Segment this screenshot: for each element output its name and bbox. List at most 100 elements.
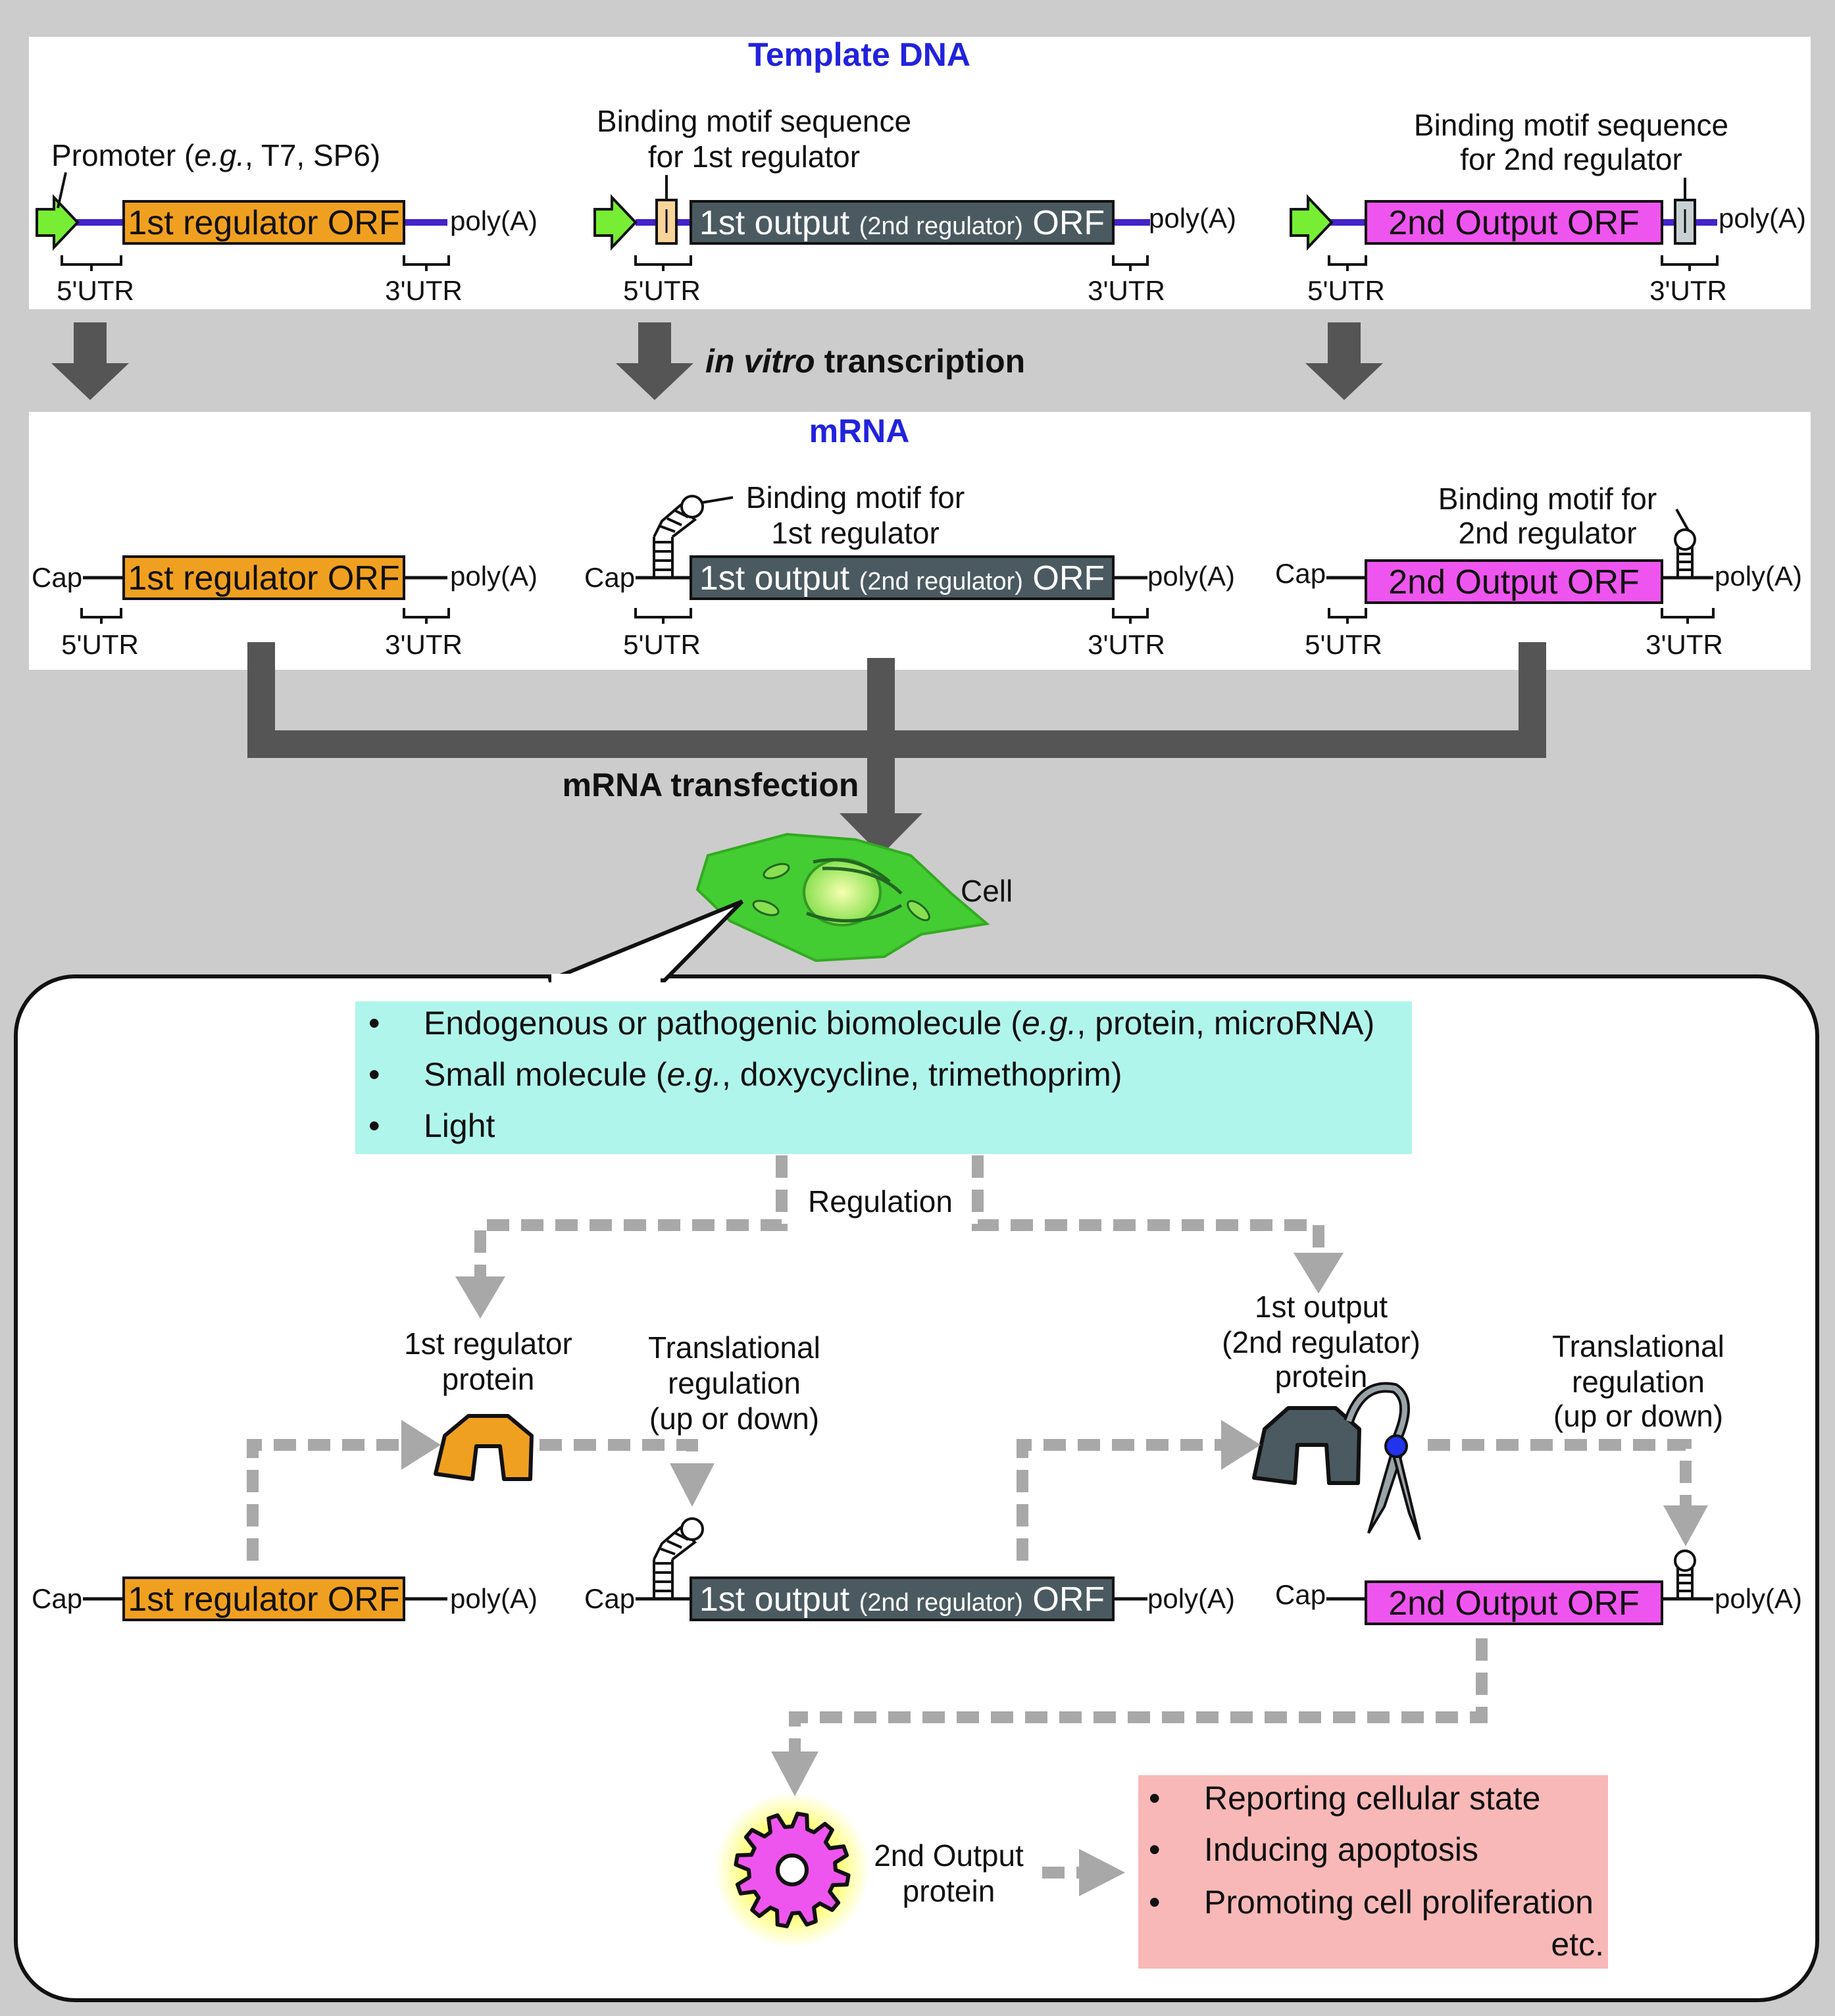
utr5-bracket [80,608,122,624]
orf-label: 2nd Output ORF [1388,563,1640,601]
motif-seq-2-label: Binding motif sequence [1414,108,1728,142]
utr3-bracket [403,255,450,271]
orf-box [122,200,405,245]
promoter-pointer [57,172,67,209]
outcome-item: • [1149,1780,1161,1817]
input-item: • [368,1056,380,1093]
cascade-arrows [247,1439,1692,1878]
input-item: • [368,1005,380,1042]
orf-box [1365,559,1663,604]
down-arrow-icon [1294,1253,1344,1294]
promoter-label: Promoter (e.g., T7, SP6) [51,138,380,172]
dna-construct-3: 2nd Output ORF poly(A) 5'UTR 3'UTR Bindi… [1290,108,1806,306]
polya-label: poly(A) [1147,561,1235,592]
utr5-label: 5'UTR [623,629,701,660]
reg1-protein-icon [434,1414,534,1481]
mrna-panel: mRNA Cap 1st regulator ORF poly(A) 5'UTR… [29,412,1811,670]
transcription-step: in vitro transcription [51,322,1383,400]
template-dna-heading: Template DNA [748,36,970,73]
dna-construct-2: 1st output (2nd regulator) ORF poly(A) 5… [593,104,1236,306]
utr3-label: 3'UTR [385,629,463,660]
orf-label: 1st regulator ORF [128,1580,399,1619]
reg1-protein-label: protein [442,1362,535,1396]
utr3-bracket [1661,255,1719,271]
outcomes-box: • Reporting cellular state • Inducing ap… [1138,1775,1608,1969]
down-arrow-icon [1663,1505,1708,1546]
polya-label: poly(A) [450,561,538,592]
trans-reg-1-label: Translational [648,1330,820,1365]
utr3-label: 3'UTR [1649,275,1727,306]
regulation-label: Regulation [808,1184,953,1219]
orf-label: 1st output (2nd regulator) ORF [699,204,1105,242]
orf-box [690,200,1115,245]
orf-label: 1st regulator ORF [128,204,399,242]
cap-label: Cap [1275,1579,1326,1610]
out2-protein-label: 2nd Output [874,1838,1024,1873]
transfection-label: mRNA transfection [563,767,859,803]
motif-2-label: Binding motif for [1438,482,1657,516]
promoter-arrow-icon [36,193,80,251]
down-arrow-icon [616,322,693,400]
trans-reg-2-label: regulation [1572,1365,1705,1399]
right-arrow-icon [401,1420,441,1470]
polya-label: poly(A) [450,1583,538,1614]
polya-label: poly(A) [1149,203,1236,234]
motif-1-label: 1st regulator [771,516,940,550]
mrna-construct-3: Cap 2nd Output ORF Binding motif for 2nd… [1275,482,1802,660]
transfection-step: mRNA transfection Cell [247,642,1546,963]
intracellular-callout: • Endogenous or pathogenic biomolecule (… [14,899,1819,2002]
reg1-protein-label: 1st regulator [404,1326,572,1361]
orf-box [1365,1580,1663,1625]
motif-1-label: Binding motif for [746,480,965,515]
hairpin-icon [653,495,704,576]
cap-label: Cap [32,1583,82,1614]
polya-label: poly(A) [1147,1583,1235,1614]
input-item: Light [424,1107,495,1144]
right-arrow-icon [1221,1420,1261,1470]
promoter-arrow-icon [593,193,638,251]
mrna-construct-1: Cap 1st regulator ORF poly(A) 5'UTR 3'UT… [32,555,538,660]
orf-label: 2nd Output ORF [1388,1584,1640,1623]
hairpin-icon [653,1517,704,1598]
down-arrow-icon [771,1751,818,1796]
cap-label: Cap [1275,558,1326,589]
trans-reg-1-label: regulation [668,1366,801,1400]
cascade-mrna-1: Cap 1st regulator ORF poly(A) [32,1576,538,1621]
down-arrow-icon [455,1276,505,1319]
mrna-heading: mRNA [809,413,910,449]
hairpin-icon [1674,1550,1696,1598]
utr3-bracket [1661,608,1715,624]
hairpin-icon [1674,528,1696,576]
template-dna-panel: Template DNA 1st regulator ORF poly(A) 5… [29,36,1811,309]
polya-label: poly(A) [450,205,538,236]
cell-icon [695,832,990,963]
orf-label: 1st output (2nd regulator) ORF [699,559,1105,597]
outcome-item: Promoting cell proliferation [1204,1884,1594,1921]
trans-reg-2-label: (up or down) [1553,1399,1723,1433]
cap-label: Cap [584,562,635,593]
promoter-arrow-icon [1290,193,1334,251]
cell-label: Cell [961,874,1013,908]
orf-label: 1st output (2nd regulator) ORF [699,1580,1105,1619]
orf-box [1365,200,1663,245]
out2-protein-gear-icon [715,1792,870,1948]
cap-label: Cap [32,562,82,593]
utr5-bracket [634,255,692,271]
motif-seq-1-label: for 1st regulator [648,139,860,174]
cascade-mrna-2: Cap 1st output (2nd regulator) ORF poly(… [584,1517,1235,1621]
utr3-bracket [403,608,450,624]
out1-protein-label: (2nd regulator) [1222,1325,1420,1359]
orf-box [690,1576,1115,1621]
polya-label: poly(A) [1719,203,1806,234]
utr3-label: 3'UTR [385,275,463,306]
motif-pointer [1675,509,1690,531]
cap-label: Cap [584,1583,635,1614]
motif-seq-2-label: for 2nd regulator [1460,142,1682,176]
out1-protein-label: 1st output [1255,1290,1388,1324]
input-item: • [368,1107,380,1144]
utr5-bracket [1328,608,1367,624]
motif-seq-1-label: Binding motif sequence [597,104,911,138]
inputs-box: • Endogenous or pathogenic biomolecule (… [355,1001,1412,1154]
down-arrow-icon [670,1463,715,1507]
